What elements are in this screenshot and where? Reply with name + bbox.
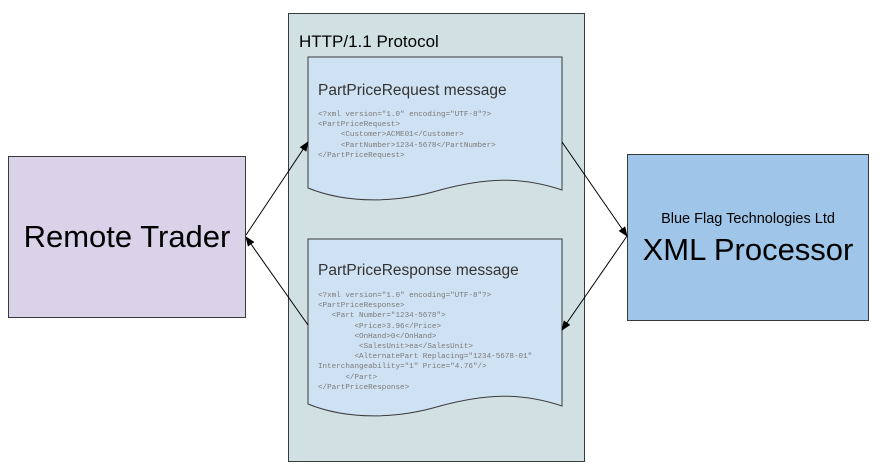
request-line: <Customer>ACME01</Customer> [318,131,464,140]
request-document-shape [307,56,563,201]
xml-processor-box: Blue Flag Technologies Ltd XML Processor [627,154,869,321]
response-line: <Part Number="1234-5678"> [318,312,446,321]
response-line: </Part> [318,373,378,382]
request-line: <?xml version="1.0" encoding="UTF-8"?> [318,111,492,119]
arrow-response-to-trader [245,236,309,326]
response-line: <SalesUnit>ea</SalesUnit> [318,343,473,352]
response-line: Interchangeability="1" Price="4.76"/> [318,363,487,372]
arrow-processor-to-response [561,235,628,331]
request-line: <PartPriceRequest> [318,121,401,130]
response-line: <?xml version="1.0" encoding="UTF-8"?> [318,292,492,300]
request-line: </PartPriceRequest> [318,151,405,160]
response-line: <OnHand>0</OnHand> [318,332,437,341]
arrow-trader-to-request [245,141,309,236]
arrow-request-to-processor [561,141,628,237]
request-title: PartPriceRequest message [318,82,507,99]
request-line: <PartNumber>1234-5678</PartNumber> [318,141,496,150]
protocol-title: HTTP/1.1 Protocol [299,32,439,51]
response-line: <Price>3.96</Price> [318,322,442,331]
response-xml: <?xml version="1.0" encoding="UTF-8"?> <P… [318,291,532,393]
remote-trader-box: Remote Trader [8,156,246,318]
processor-company: Blue Flag Technologies Ltd [661,211,835,227]
remote-trader-label: Remote Trader [23,219,231,254]
response-line: </PartPriceResponse> [318,383,410,392]
response-line: <AlternatePart Replacing="1234-5678-01" [318,353,533,362]
response-title: PartPriceResponse message [318,262,519,279]
response-document-shape [307,238,563,417]
response-line: <PartPriceResponse> [318,302,405,311]
processor-name: XML Processor [642,232,854,267]
request-xml: <?xml version="1.0" encoding="UTF-8"?> <P… [318,110,496,161]
